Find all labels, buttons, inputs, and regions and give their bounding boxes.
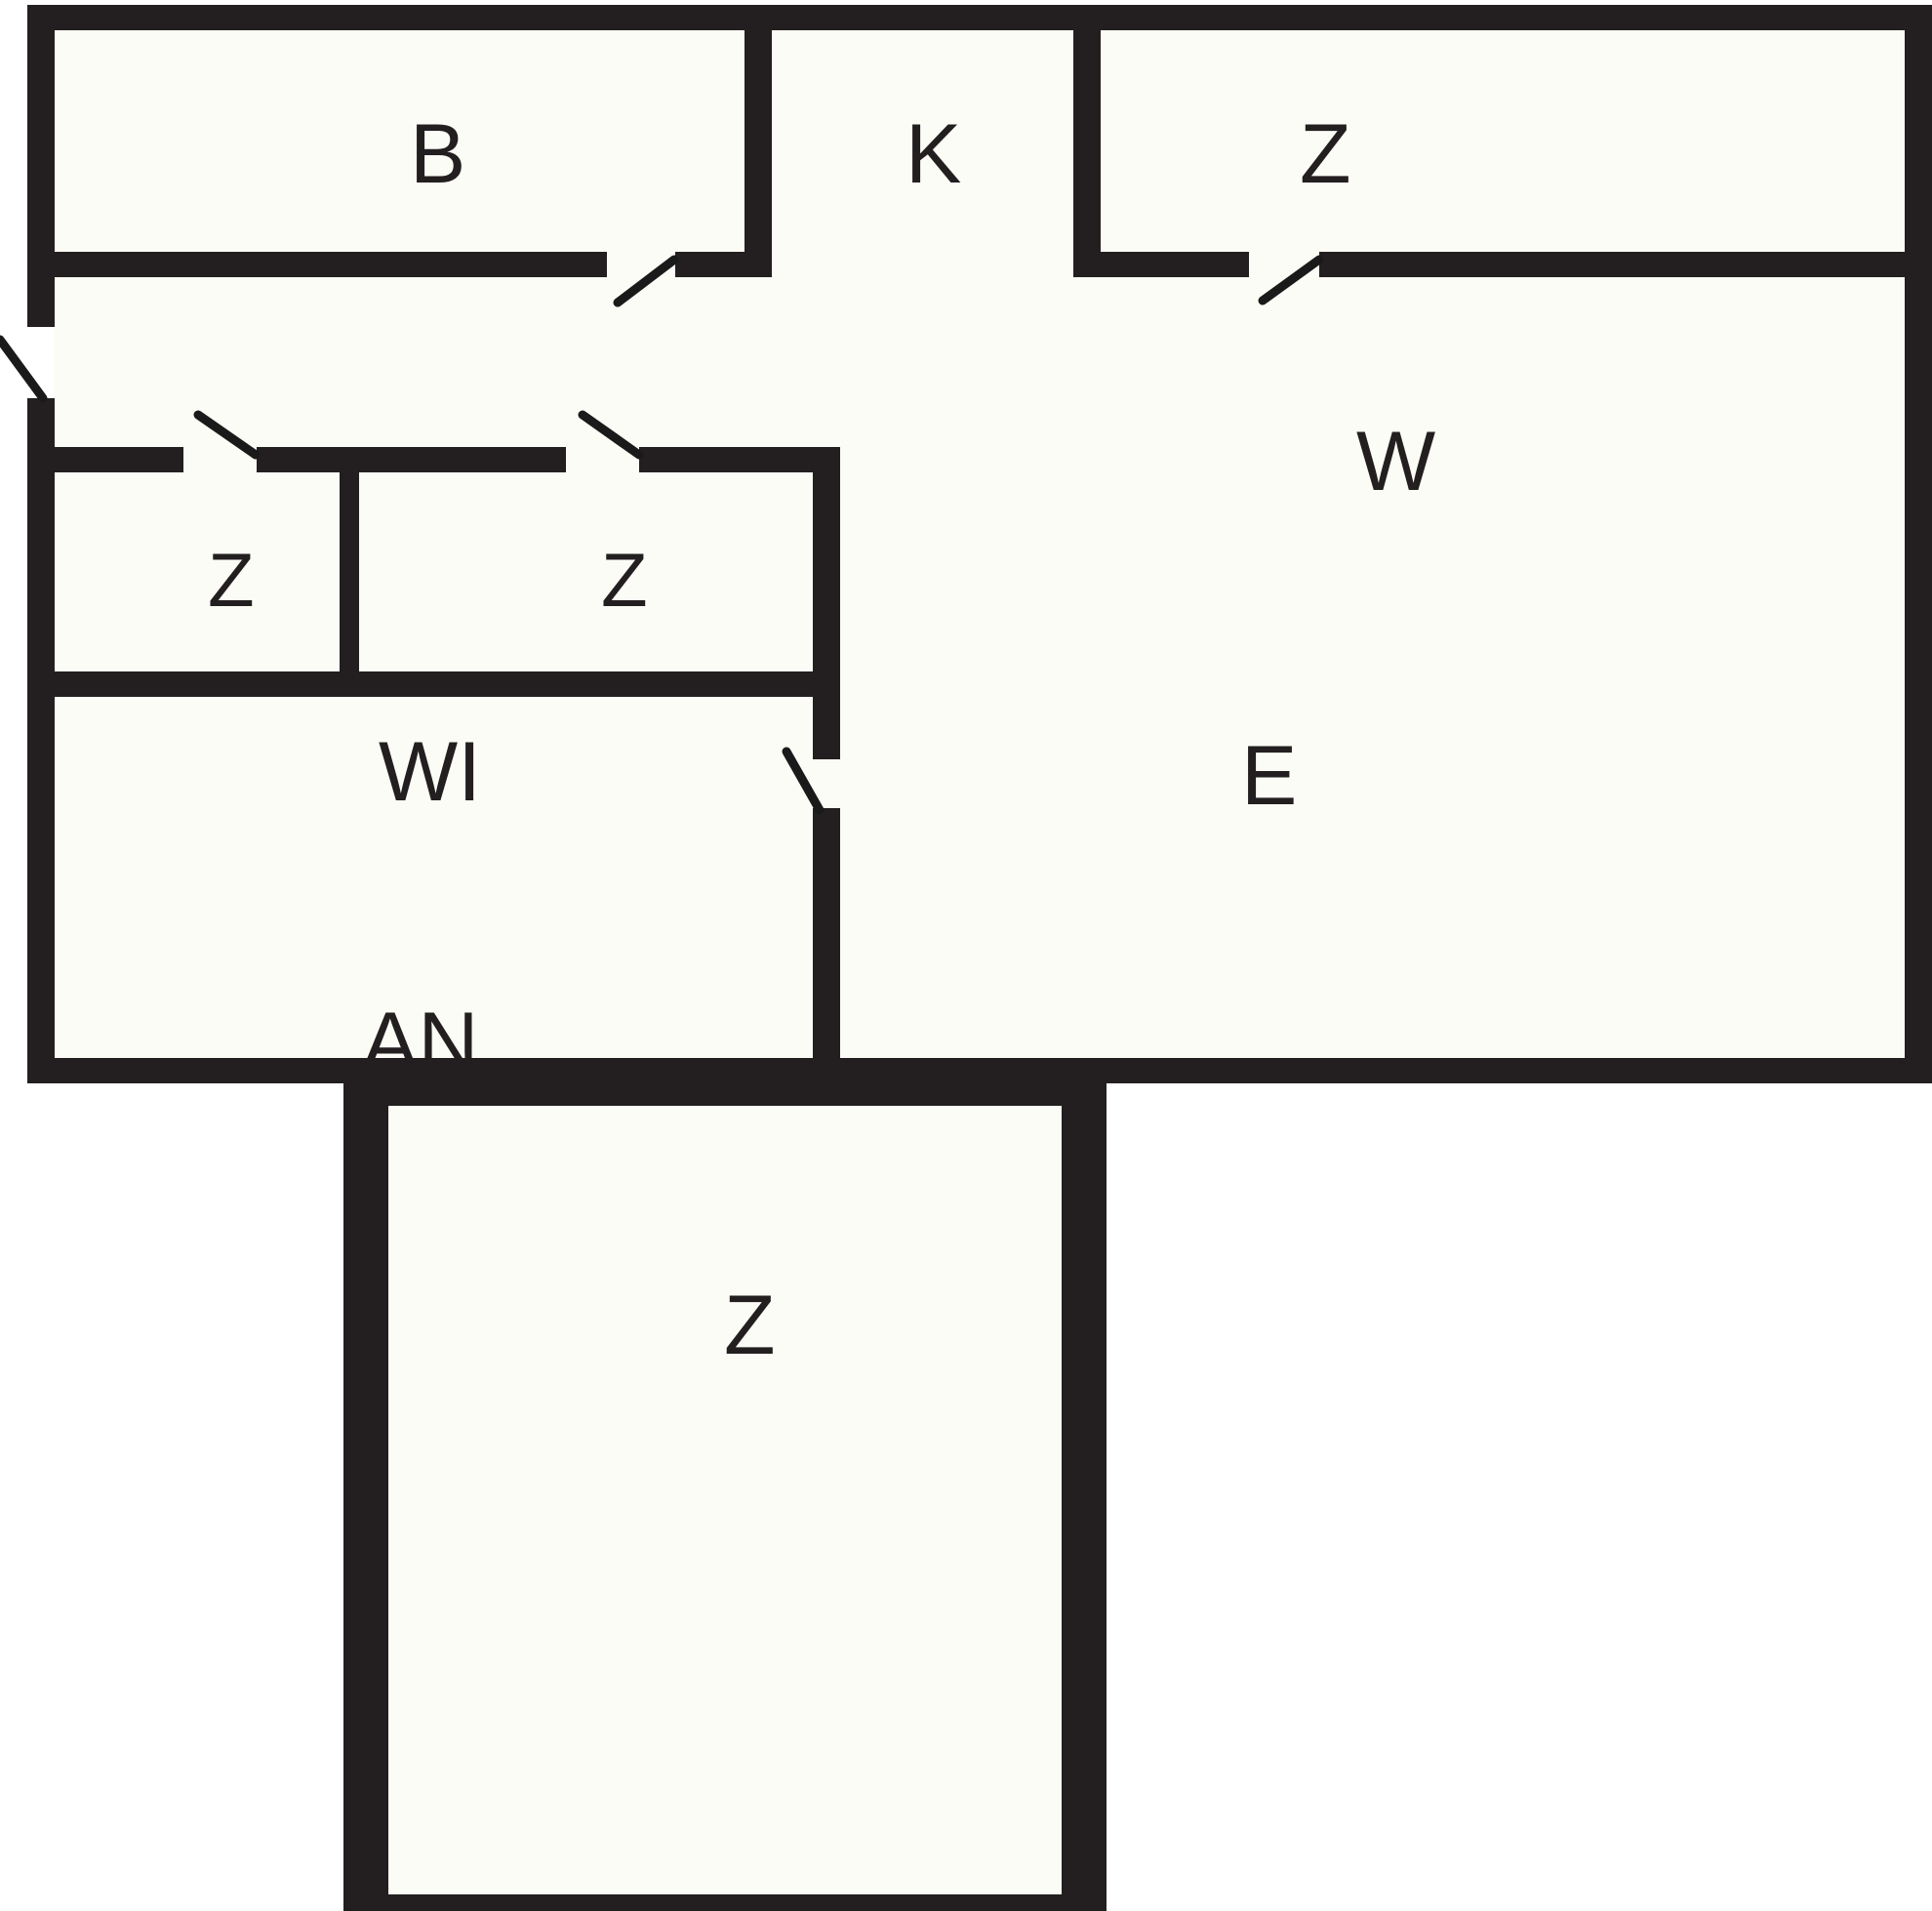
wall-z-top-bottom-left — [1073, 252, 1249, 277]
room-label-z-top-right: Z — [1300, 107, 1351, 201]
main-interior-fill — [54, 29, 1903, 1059]
main-door-swings — [0, 255, 1324, 815]
main-building-group — [0, 5, 1932, 1083]
wall-z-wi-divider-end — [813, 671, 825, 697]
door-swing-room-z-top — [1258, 255, 1324, 305]
room-label-z-middle: Z — [601, 537, 648, 623]
main-outer-walls — [27, 5, 1932, 1083]
door-swing-room-b — [613, 255, 679, 307]
wall-z-row-top-seg3 — [639, 447, 825, 472]
wall-between-z-rooms — [340, 459, 359, 678]
wall-main-left-lower — [27, 398, 55, 1083]
wall-z-top-bottom-right — [1319, 252, 1905, 277]
wall-main-top — [27, 5, 1932, 30]
annex-outer-wall — [343, 1061, 1107, 1911]
annex-label: AN — [362, 996, 479, 1089]
door-swing-entry — [0, 335, 48, 403]
wall-main-left-upper — [27, 5, 55, 327]
wall-b-bottom-left — [55, 252, 607, 277]
room-label-z-annex: Z — [724, 1279, 776, 1372]
wall-wi-right-upper — [813, 730, 840, 759]
room-label-e: E — [1241, 729, 1298, 823]
room-label-wi: WI — [379, 725, 482, 819]
wall-main-right — [1905, 5, 1932, 1083]
wall-z-top-left — [1073, 30, 1101, 260]
room-label-b: B — [410, 107, 466, 201]
annex-interior-fill — [388, 1106, 1062, 1894]
room-label-z-left: Z — [208, 537, 255, 623]
wall-wi-right-lower — [813, 808, 840, 1060]
wall-b-right — [745, 30, 772, 260]
wall-z-wi-divider — [55, 671, 825, 697]
room-label-w: W — [1356, 415, 1436, 508]
main-room-fills — [54, 29, 1903, 1059]
wall-z-row-top-seg2 — [257, 447, 566, 472]
door-swing-room-wi — [782, 747, 825, 815]
main-interior-walls — [55, 30, 1905, 1060]
wall-z-row-top-seg1 — [55, 447, 183, 472]
wall-b-bottom-right — [675, 252, 772, 277]
door-swing-room-z-middle — [578, 410, 644, 460]
door-swing-room-z-left — [193, 410, 261, 460]
annex-group — [343, 1061, 1107, 1911]
room-label-k: K — [906, 107, 962, 201]
